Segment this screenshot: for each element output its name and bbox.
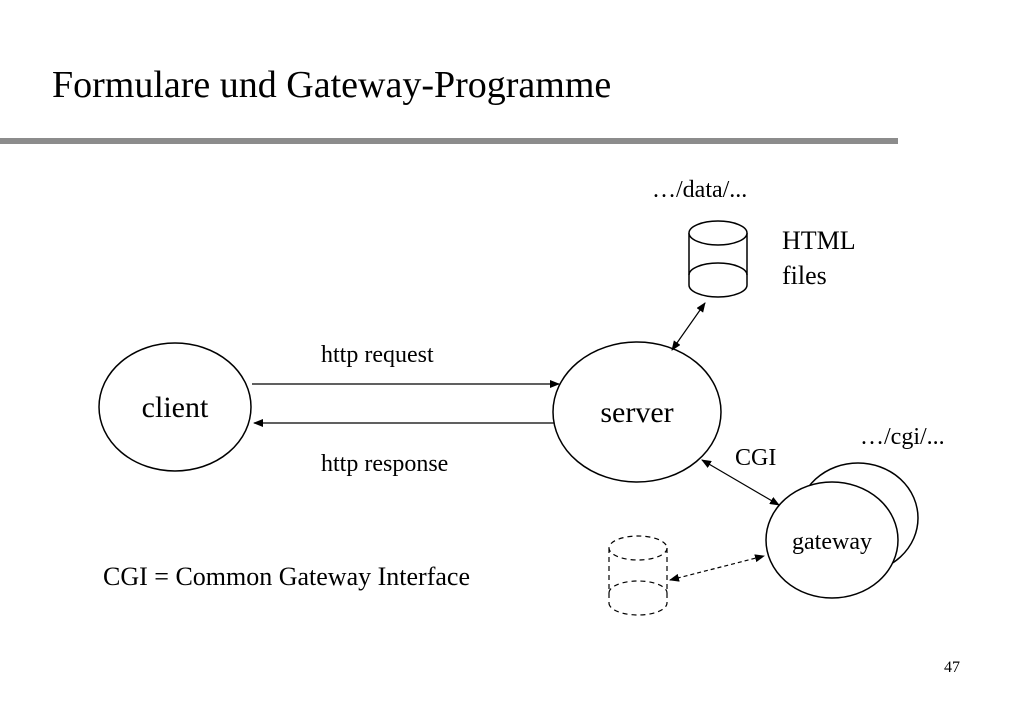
data-path-label: …/data/... bbox=[652, 177, 747, 203]
cgi-label: CGI bbox=[735, 445, 776, 471]
server-node bbox=[552, 341, 722, 483]
html-files-label-line2: files bbox=[782, 261, 827, 290]
title-divider bbox=[0, 138, 898, 144]
html-files-database-icon bbox=[688, 220, 748, 298]
slide-title: Formulare und Gateway-Programme bbox=[52, 64, 612, 106]
html-files-label-line1: HTML bbox=[782, 226, 856, 255]
server-files-arrow bbox=[671, 302, 706, 351]
gateway-node bbox=[765, 481, 899, 599]
http-request-label: http request bbox=[321, 342, 434, 368]
gateway-database-icon bbox=[608, 535, 668, 616]
cgi-path-label: …/cgi/... bbox=[860, 424, 945, 450]
http-response-label: http response bbox=[321, 451, 448, 477]
cgi-definition: CGI = Common Gateway Interface bbox=[103, 562, 470, 591]
gateway-database-arrow bbox=[669, 554, 765, 582]
client-label: client bbox=[142, 391, 209, 424]
server-gateway-arrow bbox=[701, 459, 780, 506]
gateway-label: gateway bbox=[792, 529, 872, 555]
page-number: 47 bbox=[944, 659, 960, 676]
server-label: server bbox=[600, 396, 673, 429]
client-node bbox=[98, 342, 252, 472]
